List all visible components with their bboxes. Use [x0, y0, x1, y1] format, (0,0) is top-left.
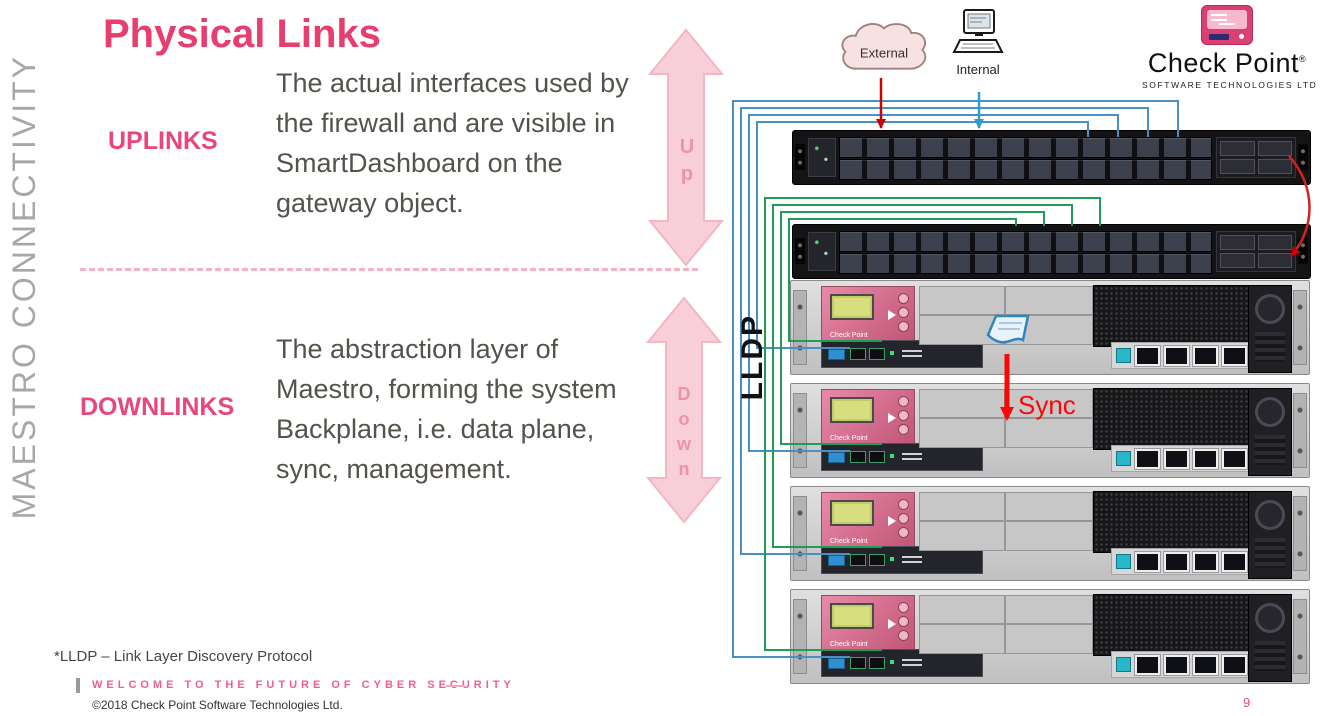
lcd-screen	[830, 294, 874, 320]
drive-bays	[919, 595, 1093, 654]
ethernet-ports	[1111, 342, 1253, 369]
rack-ear	[793, 496, 807, 571]
psu-module	[1248, 491, 1292, 579]
switch-port-rows	[839, 230, 1212, 274]
rack-ear	[795, 238, 805, 264]
sync-note-icon	[986, 314, 1030, 344]
play-button-icon	[888, 310, 896, 320]
psu-module	[1248, 388, 1292, 476]
rack-ear	[793, 290, 807, 365]
lldp-vertical-label: LLDP	[736, 314, 769, 401]
usb-port	[828, 349, 845, 360]
footer-tick	[76, 678, 80, 693]
switch-port-rows	[839, 136, 1212, 180]
checkpoint-subtitle: SOFTWARE TECHNOLOGIES LTD	[1142, 80, 1318, 90]
gateway-front-module: Check Point	[821, 389, 915, 446]
switch-status-leds	[808, 232, 836, 271]
orchestrator-switch-1	[792, 130, 1311, 185]
psu-module	[1248, 285, 1292, 373]
page-number: 9	[1243, 695, 1251, 710]
appliance-brand-label: Check Point	[830, 435, 868, 442]
lldp-footnote: *LLDP – Link Layer Discovery Protocol	[54, 648, 313, 665]
gateway-appliance-1: Check Point	[790, 280, 1310, 375]
section-divider	[80, 268, 698, 271]
vent-grille	[1093, 594, 1255, 656]
rack-ear	[793, 599, 807, 674]
drive-bays	[919, 492, 1093, 551]
up-arrow-label: Up	[676, 136, 698, 190]
footer-tagline: WELCOME TO THE FUTURE OF CYBER SECURITY	[92, 679, 515, 691]
lcd-screen	[830, 397, 874, 423]
vent-grille	[1093, 285, 1255, 347]
play-button-icon	[888, 619, 896, 629]
orchestrator-switch-2	[792, 224, 1311, 279]
down-arrow-label: Down	[674, 384, 694, 484]
ethernet-ports	[1111, 548, 1253, 575]
registered-mark: ®	[1298, 54, 1307, 64]
switch-mgmt-module	[1216, 231, 1296, 272]
appliance-brand-label: Check Point	[830, 641, 868, 648]
gateway-front-module: Check Point	[821, 595, 915, 652]
rack-ear	[1298, 238, 1308, 264]
checkpoint-wordmark: Check Point®	[1147, 48, 1307, 78]
usb-port	[828, 555, 845, 566]
appliance-brand-label: Check Point	[830, 332, 868, 339]
sync-label: Sync	[1018, 390, 1076, 420]
external-label: External	[860, 45, 908, 60]
internal-computer-icon	[952, 9, 1004, 53]
rack-ear	[1293, 496, 1307, 571]
play-button-icon	[888, 413, 896, 423]
usb-port	[828, 452, 845, 463]
copyright-text: ©2018 Check Point Software Technologies …	[92, 698, 343, 712]
switch-status-leds	[808, 138, 836, 177]
rack-ear	[1293, 599, 1307, 674]
usb-port	[828, 658, 845, 669]
gateway-front-module: Check Point	[821, 492, 915, 549]
rack-ear	[793, 393, 807, 468]
vent-grille	[1093, 388, 1255, 450]
ethernet-ports	[1111, 651, 1253, 678]
vertical-deck-title: MAESTRO CONNECTIVITY	[6, 54, 42, 520]
gateway-appliance-4: Check Point	[790, 589, 1310, 684]
internal-label: Internal	[956, 62, 1000, 77]
rack-ear	[795, 144, 805, 170]
switch-mgmt-module	[1216, 137, 1296, 178]
rack-ear	[1293, 393, 1307, 468]
footer-rule	[446, 685, 464, 687]
downlinks-label: DOWNLINKS	[80, 393, 235, 421]
psu-module	[1248, 594, 1292, 682]
checkpoint-logo-icon	[1202, 6, 1252, 44]
checkpoint-logo: Check Point® SOFTWARE TECHNOLOGIES LTD	[1142, 6, 1318, 90]
gateway-front-module: Check Point	[821, 286, 915, 343]
page-title: Physical Links	[103, 12, 381, 56]
gateway-appliance-3: Check Point	[790, 486, 1310, 581]
lcd-screen	[830, 603, 874, 629]
ethernet-ports	[1111, 445, 1253, 472]
uplinks-label: UPLINKS	[108, 127, 218, 155]
vent-grille	[1093, 491, 1255, 553]
rack-ear	[1298, 144, 1308, 170]
play-button-icon	[888, 516, 896, 526]
rack-ear	[1293, 290, 1307, 365]
lcd-screen	[830, 500, 874, 526]
appliance-brand-label: Check Point	[830, 538, 868, 545]
uplinks-description: The actual interfaces used by the firewa…	[276, 68, 629, 218]
downlinks-description: The abstraction layer of Maestro, formin…	[276, 334, 617, 484]
external-cloud-icon: External	[841, 23, 927, 70]
